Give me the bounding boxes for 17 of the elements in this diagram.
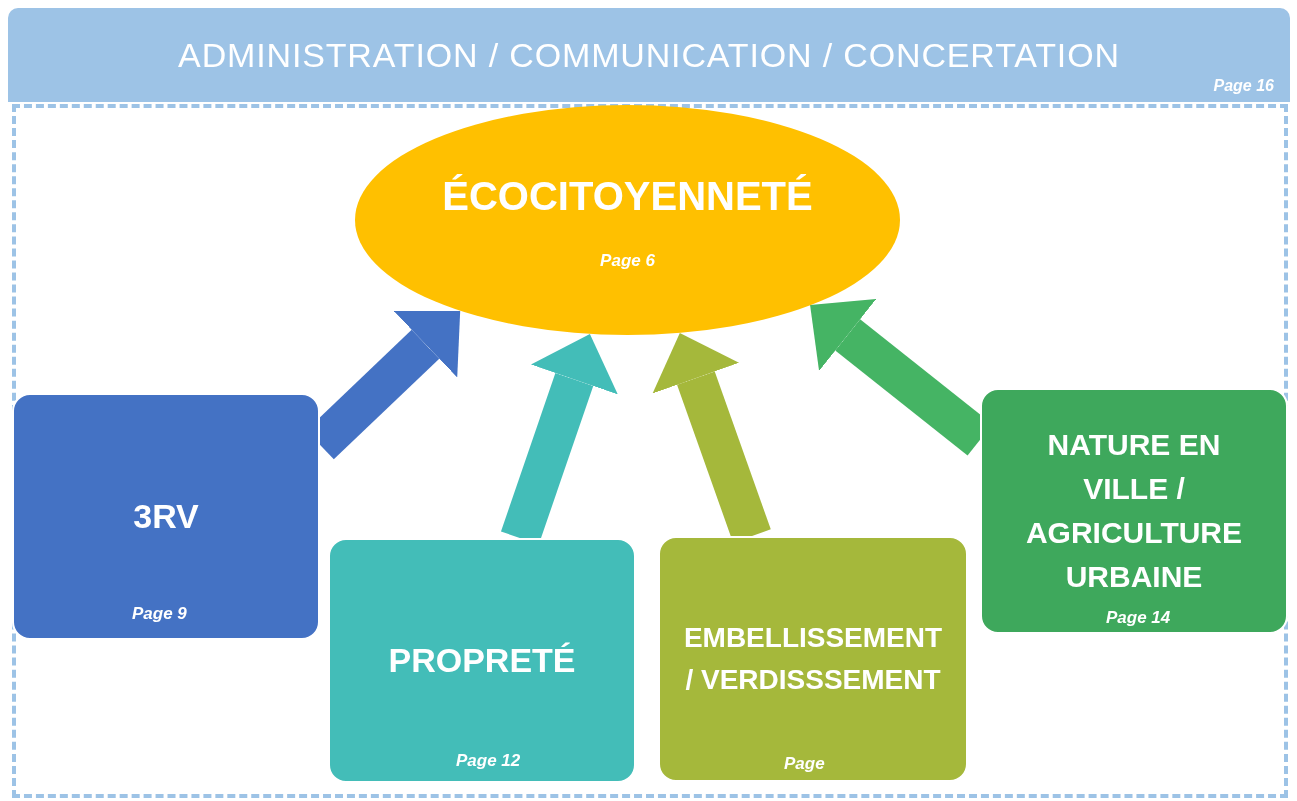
node-title: NATURE EN VILLE / AGRICULTURE URBAINE: [1024, 427, 1244, 595]
page-reference: Page 14: [1106, 606, 1171, 629]
page-reference: Page 6: [600, 250, 655, 273]
topic-box: [12, 393, 320, 640]
page-reference: Page 9: [132, 602, 187, 625]
node-title: PROPRETÉ: [388, 640, 576, 681]
node-title: EMBELLISSEMENT / VERDISSSEMENT: [682, 621, 944, 697]
topic-box: [980, 388, 1288, 634]
node-title: 3RV: [133, 496, 199, 537]
topic-box: [658, 536, 968, 782]
topic-box: [328, 538, 636, 783]
page-reference: Page: [784, 752, 825, 775]
page-reference: Page 16: [1213, 76, 1274, 96]
header-band: [8, 8, 1290, 102]
node-title: ADMINISTRATION / COMMUNICATION / CONCERTATION: [178, 34, 1120, 76]
page-reference: Page 12: [456, 749, 521, 772]
node-title: ÉCOCITOYENNETÉ: [442, 173, 813, 221]
